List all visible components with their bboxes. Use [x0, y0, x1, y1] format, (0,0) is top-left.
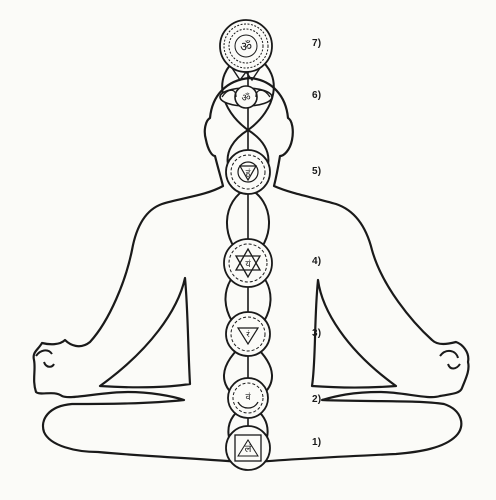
chakra-3-manipura [225, 311, 271, 357]
chakra-6-ajna [219, 85, 273, 109]
right-arm-gap [310, 278, 398, 389]
chakra-5-symbol: हं [246, 168, 251, 179]
seated-figure-outline [32, 76, 470, 464]
chakra-1-label: 1) [312, 437, 322, 448]
chakra-7-symbol: ॐ [240, 40, 252, 55]
left-hand [35, 349, 55, 368]
chakra-6-label: 6) [312, 90, 322, 101]
chakra-6-symbol: ॐ [241, 92, 250, 104]
chakra-7-crown [219, 19, 273, 82]
chakra-4-symbol: यं [245, 259, 251, 270]
chakra-4-label: 4) [312, 256, 322, 267]
chakra-1-symbol: लं [245, 443, 252, 455]
chakra-7-label: 7) [312, 38, 322, 49]
right-hand [439, 350, 461, 370]
chakra-3-label: 3) [312, 328, 322, 339]
chakra-3-symbol: रं [246, 330, 250, 339]
chakra-1-muladhara [225, 425, 271, 471]
chakra-2-label: 2) [312, 394, 322, 405]
chakra-4-anahata [223, 238, 273, 288]
chakra-2-symbol: वं [245, 392, 251, 403]
chakra-2-svadhisthana [227, 377, 269, 419]
chakra-5-label: 5) [312, 166, 322, 177]
left-arm-gap [98, 276, 192, 389]
chakra-5-vishuddha [225, 149, 271, 195]
